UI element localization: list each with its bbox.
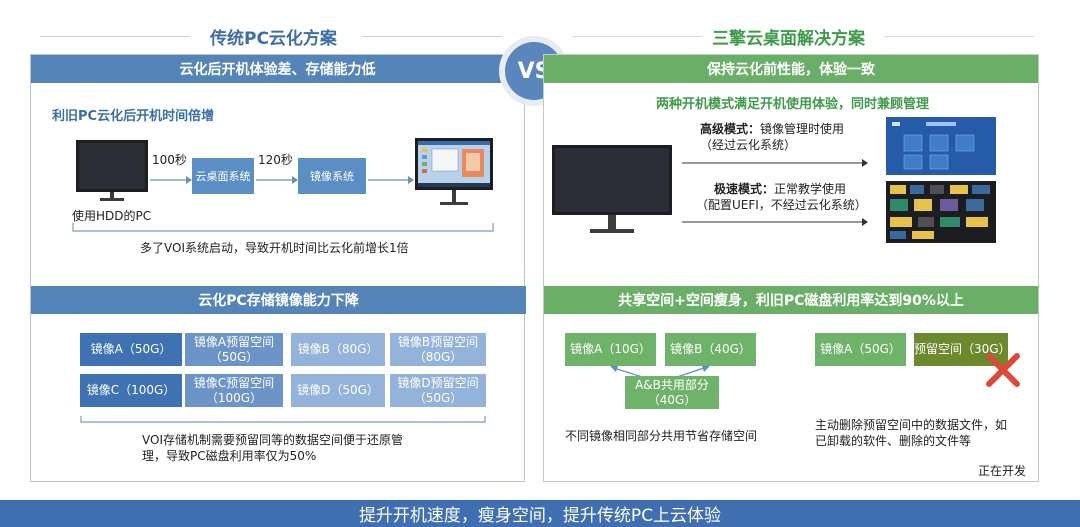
flow-box-image-system: 镜像系统 [298, 158, 366, 194]
block-image-c: 镜像C（100G） [80, 374, 182, 407]
slim-note-line2: 已卸载的软件、删除的文件等 [815, 434, 972, 448]
hdd-pc-label: 使用HDD的PC [72, 209, 152, 223]
flow-bracket [72, 222, 494, 236]
mode-advanced-title: 高级模式： [700, 122, 761, 136]
block-shared-common: A&B共用部分（40G） [625, 376, 719, 409]
slim-note: 主动删除预留空间中的数据文件，如 已卸载的软件、删除的文件等 [815, 417, 1025, 449]
block-image-d-reserve: 镜像D预留空间（50G） [390, 374, 486, 407]
right-title: 三擎云桌面解决方案 [712, 29, 865, 49]
storage-note-line2: 理，导致PC磁盘利用率仅为50% [142, 449, 317, 463]
flow-box-cloud-desktop: 云桌面系统 [192, 158, 254, 194]
flow-arrow-1 [150, 170, 192, 184]
mode-advanced-arrow [682, 153, 868, 167]
storage-note: VOI存储机制需要预留同等的数据空间便于还原管 理，导致PC磁盘利用率仅为50% [142, 432, 462, 464]
blocks-bracket [80, 413, 486, 425]
footer-banner: 提升开机速度，瘦身空间，提升传统PC上云体验 [0, 500, 1080, 527]
block-image-c-reserve: 镜像C预留空间（100G） [185, 374, 283, 407]
mode-advanced: 高级模式：镜像管理时使用 [700, 121, 844, 137]
flow-arrow-2 [256, 170, 298, 184]
storage-note-line1: VOI存储机制需要预留同等的数据空间便于还原管 [142, 433, 403, 447]
advanced-mode-screenshot [886, 117, 996, 175]
block-image-a-reserve: 镜像A预留空间（50G） [185, 333, 283, 366]
block-slim-image-a: 镜像A（50G） [815, 333, 906, 366]
fast-mode-screenshot [886, 181, 996, 243]
right-title-rule-left [572, 36, 702, 37]
left-title-rule-left [40, 36, 190, 37]
left-bar-storage: 云化PC存储镜像能力下降 [31, 286, 526, 314]
in-development-label: 正在开发 [978, 464, 1027, 478]
left-title: 传统PC云化方案 [210, 29, 337, 49]
flow-note: 多了VOI系统启动，导致开机时间比云化前增长1倍 [140, 241, 409, 255]
right-pc-monitor-icon [550, 143, 674, 237]
mode-advanced-desc: 镜像管理时使用 [760, 122, 845, 136]
hdd-pc-monitor-icon [74, 138, 150, 202]
mode-fast-arrow [682, 212, 868, 226]
block-image-b: 镜像B（80G） [291, 333, 385, 366]
right-title-rule-right [884, 36, 1034, 37]
block-image-b-reserve: 镜像B预留空间（80G） [390, 333, 486, 366]
right-boot-modes-heading: 两种开机模式满足开机使用体验，同时兼顾管理 [656, 97, 930, 112]
mode-fast-title: 极速模式： [714, 182, 775, 196]
left-panel [30, 54, 525, 482]
mode-fast: 极速模式：正常教学使用 [714, 181, 846, 197]
block-image-d: 镜像D（50G） [291, 374, 385, 407]
right-bar-performance: 保持云化前性能，体验一致 [544, 55, 1038, 83]
flow-time-100: 100秒 [152, 153, 187, 167]
left-boot-time-heading: 利旧PC云化后开机时间倍增 [52, 109, 215, 124]
right-bar-shared-space: 共享空间+空间瘦身，利旧PC磁盘利用率达到90%以上 [544, 286, 1038, 314]
flow-arrow-3 [368, 170, 414, 184]
block-image-a: 镜像A（50G） [80, 333, 182, 366]
block-shared-image-a: 镜像A（10G） [565, 333, 656, 366]
shared-note: 不同镜像相同部分共用节省存储空间 [565, 429, 758, 443]
desktop-monitor-icon [414, 137, 494, 209]
left-bar-boot-experience: 云化后开机体验差、存储能力低 [31, 55, 524, 83]
block-shared-image-b: 镜像B（40G） [665, 333, 756, 366]
mode-fast-desc: 正常教学使用 [774, 182, 847, 196]
vs-badge: VS [499, 36, 569, 106]
slim-note-line1: 主动删除预留空间中的数据文件，如 [815, 418, 1008, 432]
delete-cross-icon [985, 352, 1021, 388]
mode-fast-sub: （配置UEFI，不经过云化系统） [696, 198, 867, 212]
left-title-rule-right [362, 36, 502, 37]
flow-time-120: 120秒 [258, 153, 293, 167]
mode-advanced-sub: （经过云化系统） [700, 138, 797, 152]
